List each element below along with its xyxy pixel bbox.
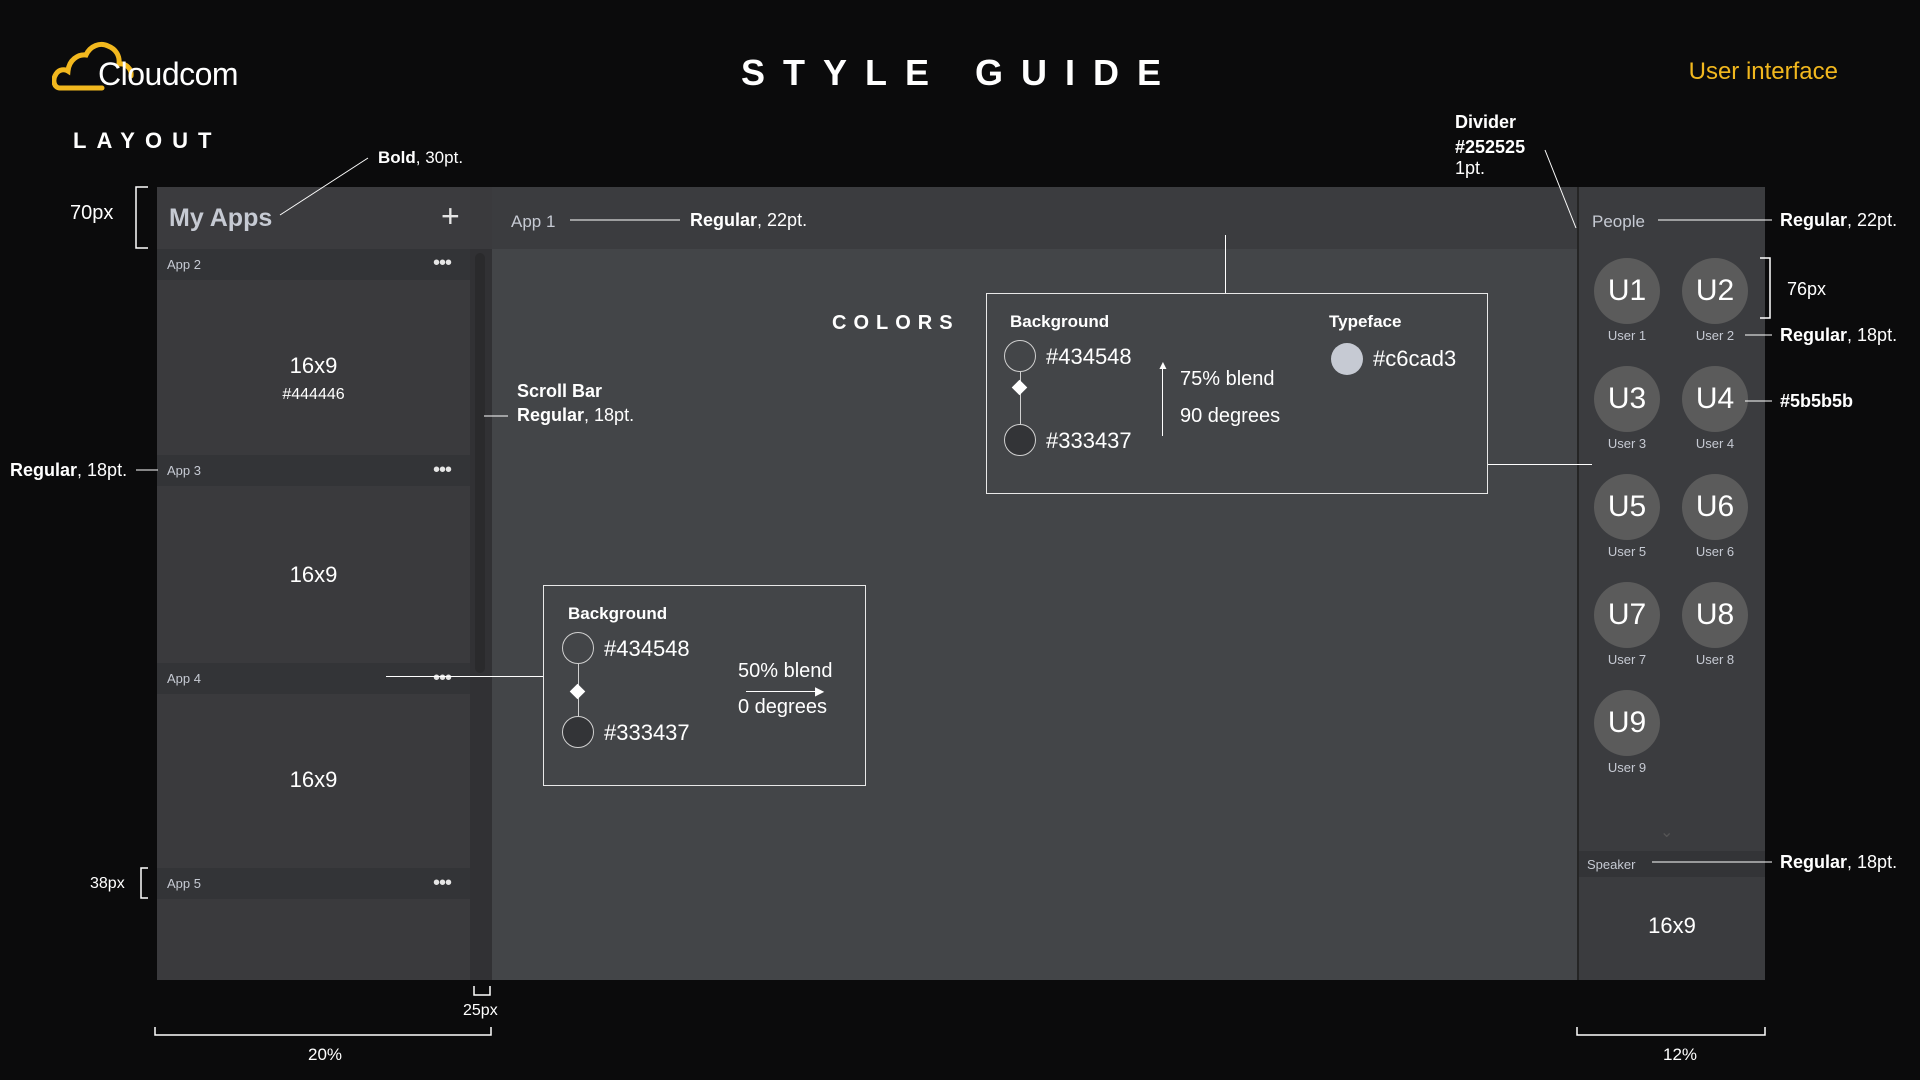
avatar-name: User 1 [1607, 328, 1647, 343]
avatar[interactable]: U8 [1682, 582, 1748, 648]
my-apps-header [157, 187, 470, 249]
color-hex: #333437 [604, 720, 690, 745]
more-dots-icon[interactable]: ••• [433, 667, 452, 689]
avatar-name: User 9 [1607, 760, 1647, 775]
color-hex: #333437 [1046, 428, 1132, 453]
speaker-bar [1579, 851, 1765, 877]
blend-value: 75% blend [1180, 368, 1275, 390]
app-label: App 4 [167, 671, 201, 686]
avatar[interactable]: U4 [1682, 366, 1748, 432]
annotation-scrollbar-title: Scroll Bar [517, 381, 603, 401]
annotation-divider-title: Divider [1455, 112, 1517, 132]
color-hex: #c6cad3 [1373, 346, 1457, 371]
app-label: App 5 [167, 876, 201, 891]
plus-icon[interactable]: + [441, 198, 460, 234]
more-dots-icon[interactable]: ••• [433, 872, 452, 894]
people-title: People [1592, 212, 1645, 231]
color-swatch [1004, 340, 1036, 372]
layout-heading: LAYOUT [73, 128, 222, 153]
page-title: STYLE GUIDE [740, 52, 1180, 93]
avatar-name: User 6 [1695, 544, 1735, 559]
avatar[interactable]: U6 [1682, 474, 1748, 540]
color-hex: #434548 [1046, 344, 1132, 369]
main-header [492, 187, 1577, 249]
cloud-logo-icon [52, 41, 134, 91]
avatar-name: User 8 [1695, 652, 1735, 667]
color-swatch [1004, 424, 1036, 456]
app-thumb[interactable]: 16x9 [289, 767, 338, 792]
more-dots-icon[interactable]: ••• [433, 252, 452, 274]
blend-value: 50% blend [738, 660, 833, 682]
avatar[interactable]: U5 [1594, 474, 1660, 540]
section-tag: User interface [1688, 58, 1838, 85]
annotation-38px: 38px [90, 875, 125, 892]
people-header [1579, 187, 1765, 249]
avatar-name: User 2 [1695, 328, 1735, 343]
app-bar[interactable] [157, 249, 470, 280]
speaker-label: Speaker [1587, 857, 1636, 872]
avatar[interactable]: U7 [1594, 582, 1660, 648]
more-dots-icon[interactable]: ••• [433, 459, 452, 481]
color-swatch [562, 716, 594, 748]
angle-value: 90 degrees [1180, 405, 1281, 427]
annotation-user-font: Regular, 18pt. [1780, 325, 1898, 345]
active-app-label: App 1 [511, 212, 556, 231]
color-swatch [562, 632, 594, 664]
color-hex: #434548 [604, 636, 690, 661]
app-label: App 3 [167, 463, 201, 478]
annotation-20-percent: 20% [308, 1045, 343, 1064]
avatar-name: User 3 [1607, 436, 1647, 451]
avatar[interactable]: U3 [1594, 366, 1660, 432]
annotation-scrollbar-font: Regular, 18pt. [517, 405, 635, 425]
annotation-app-bar-font: Regular, 18pt. [10, 460, 128, 480]
annotation-70px: 70px [70, 202, 114, 224]
arrow-up-icon: ▲ [1157, 358, 1169, 372]
annotation-76px: 76px [1787, 279, 1827, 299]
app-bar[interactable] [157, 663, 470, 694]
app-thumb[interactable]: 16x9 [289, 562, 338, 587]
app-bar[interactable] [157, 868, 470, 899]
annotation-divider-width: 1pt. [1455, 158, 1486, 178]
colors-heading: COLORS [832, 312, 960, 334]
annotation-divider-color: #252525 [1455, 137, 1526, 157]
typeface-title: Typeface [1329, 312, 1402, 331]
app-bar[interactable] [157, 455, 470, 486]
avatar[interactable]: U2 [1682, 258, 1748, 324]
avatar-name: User 5 [1607, 544, 1647, 559]
arrow-right-icon: ▶ [815, 684, 825, 698]
color-swatch [1331, 343, 1363, 375]
app-thumb[interactable]: 16x9 [289, 353, 338, 378]
annotation-12-percent: 12% [1663, 1045, 1698, 1064]
my-apps-panel [157, 187, 492, 980]
background-title: Background [568, 604, 668, 623]
brand-name: Cloudcom [98, 56, 239, 92]
app-label: App 2 [167, 257, 201, 272]
annotation-my-apps-font: Bold, 30pt. [378, 148, 464, 167]
avatar-name: User 7 [1607, 652, 1647, 667]
background-title: Background [1010, 312, 1110, 331]
annotation-people-font: Regular, 22pt. [1780, 210, 1898, 230]
angle-value: 0 degrees [738, 696, 827, 718]
avatar-name: User 4 [1695, 436, 1735, 451]
panel-color-box [986, 293, 1488, 494]
annotation-speaker-font: Regular, 18pt. [1780, 852, 1898, 872]
main-content-area [492, 187, 1577, 980]
bar-color-box [543, 585, 866, 786]
annotation-avatar-color: #5b5b5b [1780, 391, 1854, 411]
annotation-25px: 25px [463, 1002, 498, 1019]
my-apps-title: My Apps [169, 204, 273, 232]
avatar[interactable]: U1 [1594, 258, 1660, 324]
chevron-down-icon[interactable]: ⌄ [1660, 824, 1674, 841]
thumb-color-label: #444446 [282, 386, 345, 403]
people-panel [1577, 187, 1765, 980]
scrollbar-thumb[interactable] [475, 253, 485, 673]
avatar[interactable]: U9 [1594, 690, 1660, 756]
speaker-thumb[interactable]: 16x9 [1648, 913, 1696, 938]
annotation-app-font: Regular, 22pt. [690, 210, 808, 230]
